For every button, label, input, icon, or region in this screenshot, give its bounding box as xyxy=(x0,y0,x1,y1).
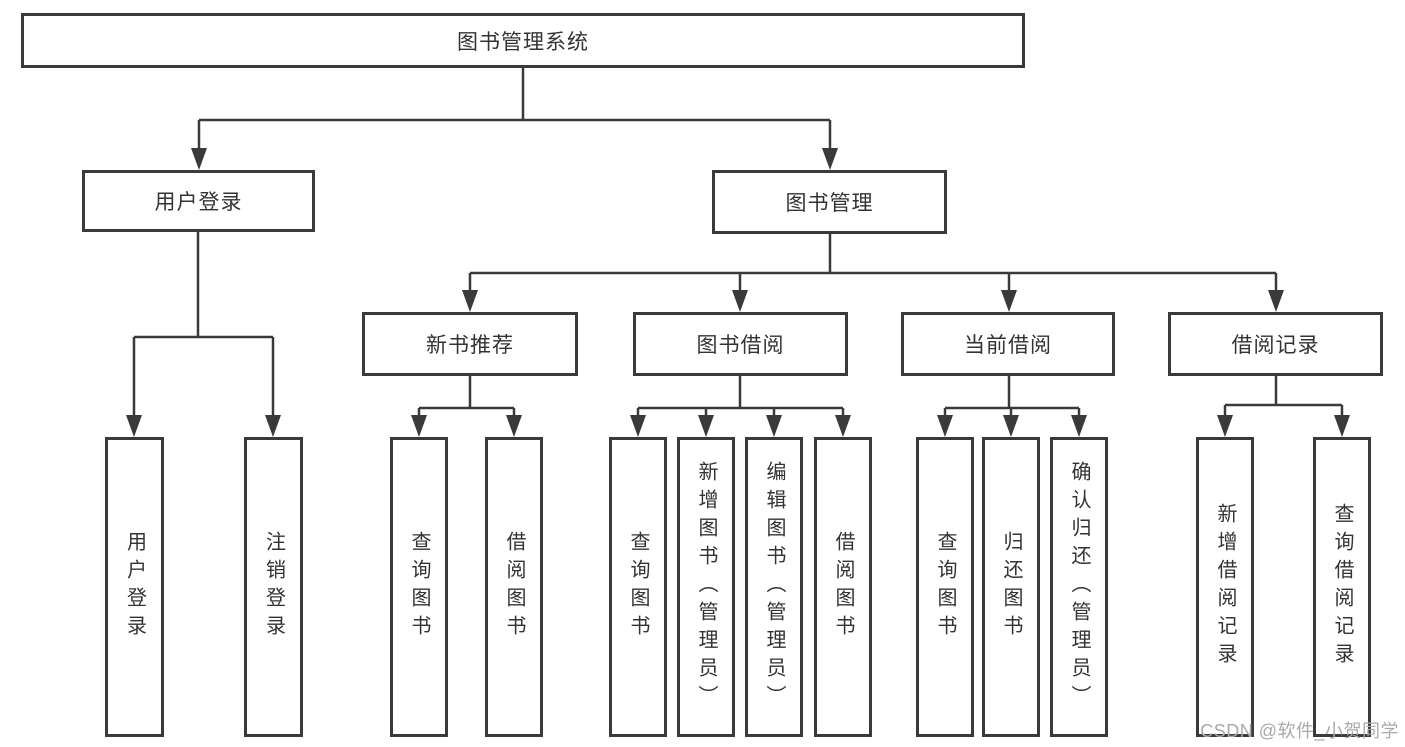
leaf-borrow-books-borrowing: 借阅图书 xyxy=(814,437,872,737)
node-book-borrowing: 图书借阅 xyxy=(633,312,848,376)
leaf-query-books-current: 查询图书 xyxy=(916,437,974,737)
leaf-confirm-return-admin: 确认归还（管理员） xyxy=(1050,437,1108,737)
node-user-login: 用户登录 xyxy=(82,170,315,232)
node-library-management-system: 图书管理系统 xyxy=(21,13,1025,68)
leaf-edit-books-admin: 编辑图书（管理员） xyxy=(745,437,803,737)
csdn-watermark: CSDN @软件_小贺同学 xyxy=(1200,721,1399,741)
node-borrowing-records: 借阅记录 xyxy=(1168,312,1383,376)
leaf-return-books: 归还图书 xyxy=(982,437,1040,737)
leaf-logout: 注销登录 xyxy=(244,437,303,737)
leaf-query-books-recommend: 查询图书 xyxy=(390,437,448,737)
node-new-book-recommendation: 新书推荐 xyxy=(362,312,578,376)
leaf-query-borrow-record: 查询借阅记录 xyxy=(1313,437,1371,737)
leaf-query-books-borrowing: 查询图书 xyxy=(609,437,667,737)
leaf-add-books-admin: 新增图书（管理员） xyxy=(677,437,735,737)
leaf-add-borrow-record: 新增借阅记录 xyxy=(1196,437,1254,737)
node-book-management: 图书管理 xyxy=(712,170,947,234)
leaf-borrow-books-recommend: 借阅图书 xyxy=(485,437,543,737)
leaf-user-login: 用户登录 xyxy=(105,437,164,737)
node-current-borrowing: 当前借阅 xyxy=(901,312,1115,376)
